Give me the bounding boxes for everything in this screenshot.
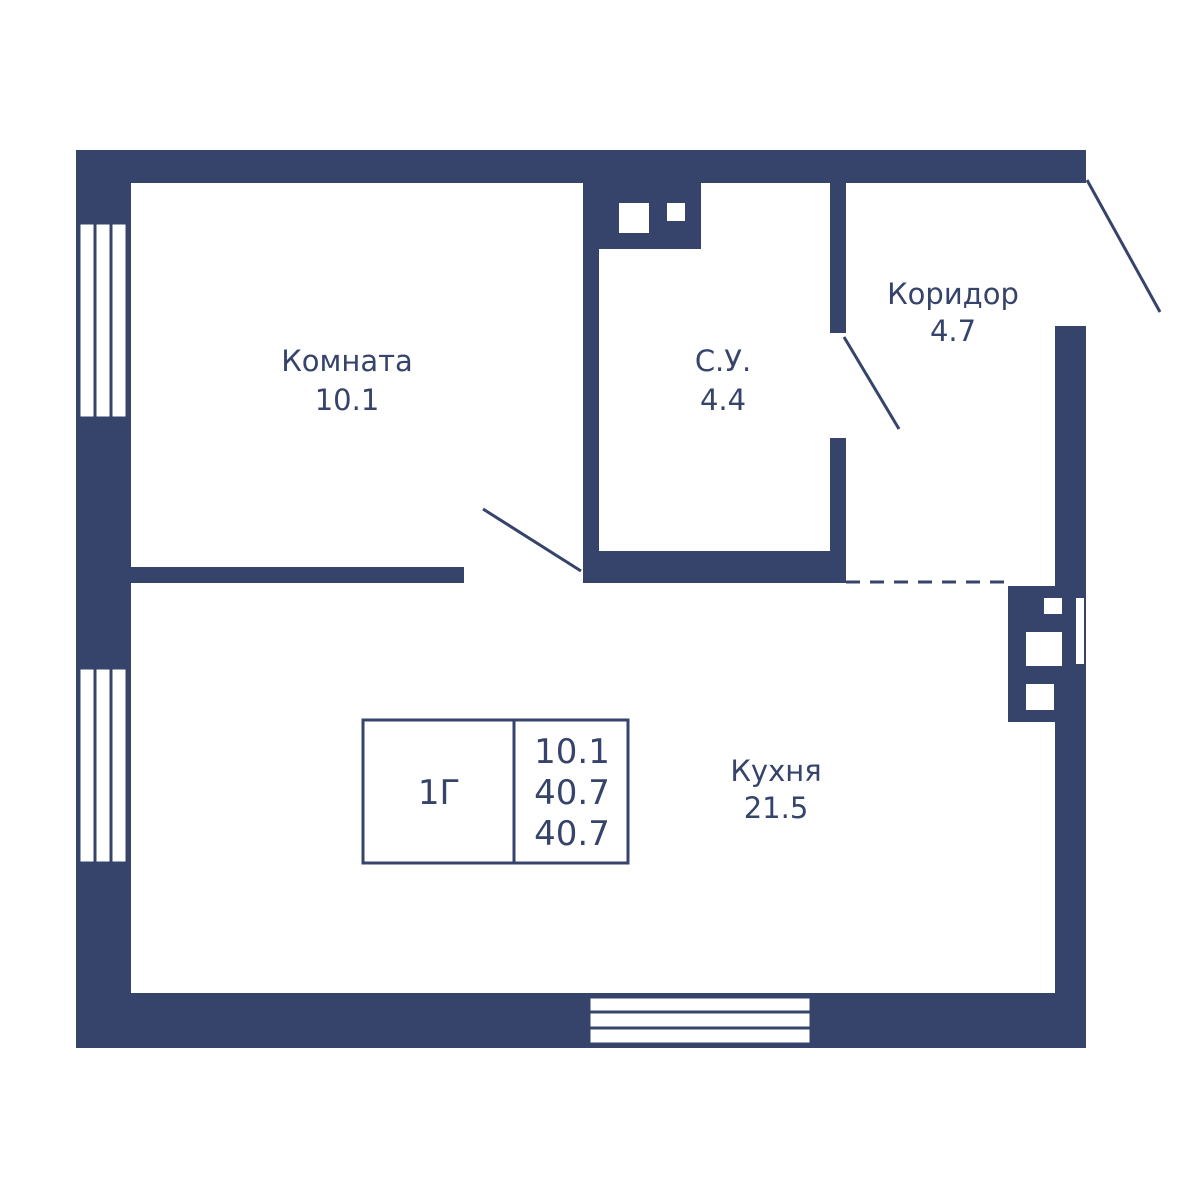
door-bath-swing <box>842 336 901 430</box>
wall-bath-right-lower <box>830 438 846 583</box>
wall-bath-left <box>583 183 599 583</box>
outer-wall-bottom <box>76 993 1086 1048</box>
room-name-living: Комната <box>281 344 413 378</box>
living-area-value: 10.1 <box>534 732 610 772</box>
wall-bath-bottom <box>583 551 846 583</box>
total-area-value-2: 40.7 <box>534 814 610 854</box>
vent-slot <box>1076 598 1084 664</box>
vent-square <box>667 203 685 221</box>
room-labels: Комната 10.1 С.У. 4.4 Коридор 4.7 Кухня … <box>281 277 1019 825</box>
wall-bath-right-upper <box>830 183 846 333</box>
summary-box-frame <box>361 718 630 865</box>
room-area-corridor: 4.7 <box>930 314 976 348</box>
outer-wall-right-lower <box>1055 683 1086 1048</box>
room-area-bathroom: 4.4 <box>700 383 746 417</box>
room-name-bathroom: С.У. <box>695 344 751 378</box>
shaft-vents <box>619 203 1084 710</box>
apartment-type: 1Г <box>418 773 460 813</box>
door-room-swing <box>482 507 582 573</box>
window-bottom <box>587 995 813 1046</box>
windows <box>77 221 813 1046</box>
window-left-lower <box>77 666 129 865</box>
summary-box: 1Г 10.1 40.7 40.7 <box>361 718 630 865</box>
door-entrance-swing <box>1085 179 1162 313</box>
vent-square <box>1044 598 1062 614</box>
outer-wall-top <box>76 150 1086 183</box>
vent-square <box>1026 684 1054 710</box>
room-area-living: 10.1 <box>315 383 380 417</box>
wall-room-kitchen <box>131 567 464 583</box>
room-name-corridor: Коридор <box>887 277 1019 311</box>
shaft-block <box>599 183 701 249</box>
doors <box>482 179 1162 584</box>
entrance-pillar <box>1055 326 1086 586</box>
window-left-upper <box>77 221 129 420</box>
vent-square <box>619 203 649 233</box>
room-area-kitchen: 21.5 <box>744 791 809 825</box>
vent-square <box>1026 632 1062 666</box>
total-area-value: 40.7 <box>534 773 610 813</box>
room-name-kitchen: Кухня <box>730 754 821 788</box>
